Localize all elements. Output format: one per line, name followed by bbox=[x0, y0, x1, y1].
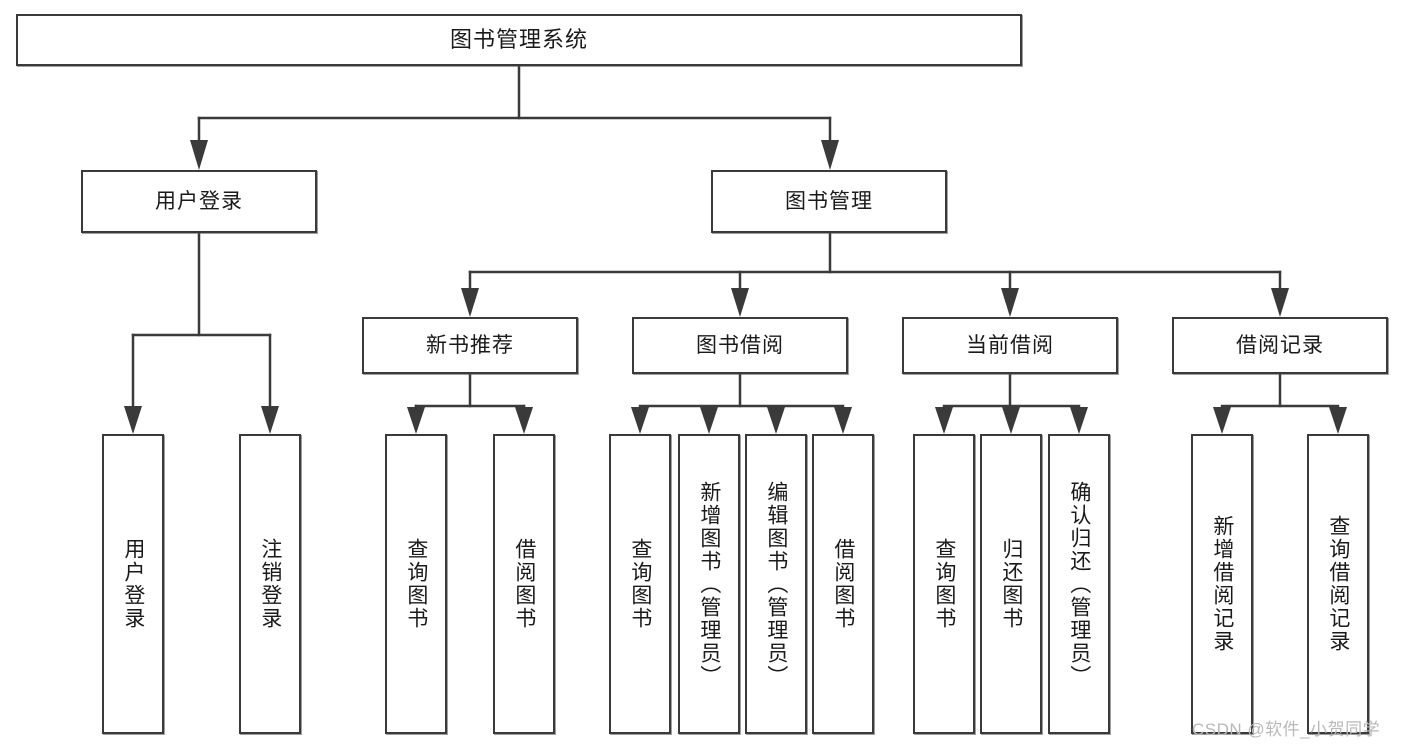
arrow-record-child-2 bbox=[1329, 407, 1347, 434]
leaf-label: 用户登录 bbox=[121, 538, 145, 630]
leaf-recommend-borrow-book[interactable]: 借阅图书 bbox=[493, 434, 555, 734]
leaf-current-confirm-return-admin[interactable]: 确认归还（管理员） bbox=[1048, 434, 1110, 734]
arrow-bm-child-2 bbox=[731, 288, 749, 317]
node-borrow-record[interactable]: 借阅记录 bbox=[1172, 317, 1388, 374]
leaf-user-login-signout[interactable]: 注销登录 bbox=[239, 434, 301, 734]
leaf-label: 注销登录 bbox=[258, 538, 282, 630]
leaf-label: 借阅图书 bbox=[512, 538, 536, 630]
leaf-label: 查询图书 bbox=[404, 538, 428, 630]
arrow-to-book-manage bbox=[821, 140, 839, 170]
leaf-record-query-record[interactable]: 查询借阅记录 bbox=[1307, 434, 1369, 734]
leaf-label: 新增借阅记录 bbox=[1210, 515, 1234, 653]
node-new-book-recommend[interactable]: 新书推荐 bbox=[362, 317, 578, 374]
leaf-borrow-borrow-book[interactable]: 借阅图书 bbox=[812, 434, 874, 734]
leaf-label: 编辑图书（管理员） bbox=[764, 480, 788, 688]
leaf-label: 归还图书 bbox=[999, 538, 1023, 630]
arrow-current-child-3 bbox=[1070, 407, 1088, 434]
node-current-borrow[interactable]: 当前借阅 bbox=[902, 317, 1118, 374]
arrow-current-child-1 bbox=[935, 407, 953, 434]
arrow-bm-child-4 bbox=[1271, 288, 1289, 317]
leaf-label: 查询图书 bbox=[628, 538, 652, 630]
arrow-borrow-child-1 bbox=[631, 407, 649, 434]
arrow-record-child-1 bbox=[1213, 407, 1231, 434]
node-root-book-management-system[interactable]: 图书管理系统 bbox=[16, 14, 1022, 66]
leaf-borrow-add-book-admin[interactable]: 新增图书（管理员） bbox=[678, 434, 740, 734]
leaf-label: 借阅图书 bbox=[831, 538, 855, 630]
leaf-current-query-book[interactable]: 查询图书 bbox=[913, 434, 975, 734]
leaf-borrow-edit-book-admin[interactable]: 编辑图书（管理员） bbox=[745, 434, 807, 734]
leaf-record-add-record[interactable]: 新增借阅记录 bbox=[1191, 434, 1253, 734]
arrow-borrow-child-3 bbox=[767, 407, 785, 434]
arrow-recommend-child-1 bbox=[407, 407, 425, 434]
leaf-recommend-query-book[interactable]: 查询图书 bbox=[385, 434, 447, 734]
arrow-borrow-child-2 bbox=[700, 407, 718, 434]
leaf-label: 新增图书（管理员） bbox=[697, 480, 721, 688]
leaf-label: 查询借阅记录 bbox=[1326, 515, 1350, 653]
leaf-label: 查询图书 bbox=[932, 538, 956, 630]
leaf-current-return-book[interactable]: 归还图书 bbox=[980, 434, 1042, 734]
arrow-bm-child-1 bbox=[461, 288, 479, 317]
leaf-label: 确认归还（管理员） bbox=[1067, 480, 1091, 688]
arrow-user-login-child-2 bbox=[261, 406, 279, 434]
arrow-user-login-child-1 bbox=[124, 406, 142, 434]
arrow-bm-child-3 bbox=[1001, 288, 1019, 317]
leaf-user-login-signin[interactable]: 用户登录 bbox=[102, 434, 164, 734]
leaf-borrow-query-book[interactable]: 查询图书 bbox=[609, 434, 671, 734]
arrow-to-user-login bbox=[190, 140, 208, 170]
node-book-borrow[interactable]: 图书借阅 bbox=[632, 317, 848, 374]
node-user-login[interactable]: 用户登录 bbox=[81, 170, 317, 233]
arrow-current-child-2 bbox=[1002, 407, 1020, 434]
arrow-borrow-child-4 bbox=[834, 407, 852, 434]
node-book-management[interactable]: 图书管理 bbox=[711, 170, 947, 233]
csdn-watermark: CSDN @软件_小贺同学 bbox=[1192, 720, 1381, 739]
arrow-recommend-child-2 bbox=[515, 407, 533, 434]
